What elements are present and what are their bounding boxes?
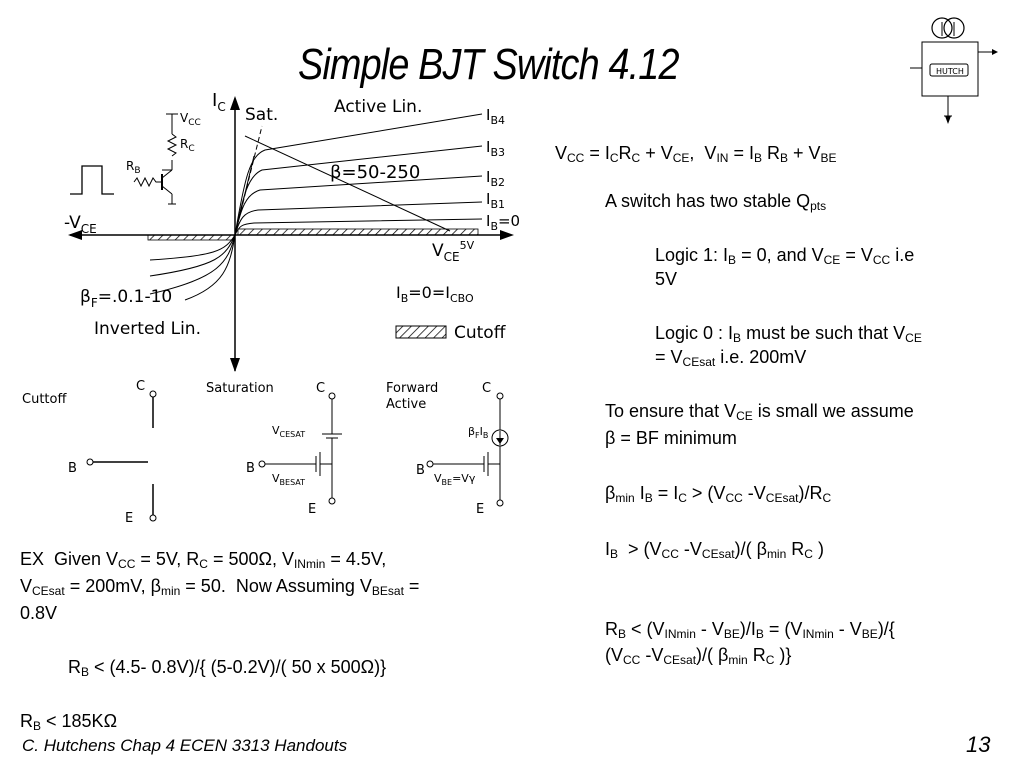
- cutoff-e-label: E: [125, 511, 133, 526]
- forward-e-label: E: [476, 502, 484, 517]
- example-line3: 0.8V: [20, 603, 58, 623]
- saturation-b-label: B: [246, 461, 255, 476]
- hutch-logo: HUTCH: [910, 17, 998, 124]
- vcc-label: VCC: [180, 111, 201, 128]
- logic0-line1: Logic 0 : IB must be such that VCE: [655, 323, 922, 345]
- cutoff-b-label: B: [68, 461, 77, 476]
- vce-axis-label: VCE5V: [432, 239, 475, 264]
- inverted-label: Inverted Lin.: [94, 319, 201, 339]
- cutoff-model-diagram: Cuttoff C B E: [22, 379, 157, 526]
- rc-label: RC: [180, 137, 195, 154]
- active-label: Active Lin.: [334, 97, 422, 117]
- ic-label: IC: [212, 90, 226, 114]
- ib4-label: IB4: [486, 106, 505, 127]
- logic1-line2: 5V: [655, 269, 678, 289]
- rb-inequality-line2: (VCC -VCEsat)/( βmin RC )}: [605, 645, 792, 667]
- forward-b-label: B: [416, 463, 425, 478]
- ib0-label: IB=0: [486, 212, 520, 233]
- bf-ib-label: βFIB: [468, 425, 488, 440]
- example-line2: VCEsat = 200mV, βmin = 50. Now Assuming …: [20, 576, 420, 598]
- example-line1: EX Given VCC = 5V, RC = 500Ω, VINmin = 4…: [20, 549, 387, 571]
- vcesat-label: VCESAT: [272, 424, 305, 439]
- switch-statement: A switch has two stable Qpts: [605, 191, 827, 213]
- beta-range-label: β=50-250: [330, 162, 420, 183]
- forward-c-label: C: [482, 381, 491, 396]
- forward-active-model-diagram: Forward Active C βFIB B VBE=Vγ E: [386, 381, 509, 517]
- logo-text: HUTCH: [936, 67, 964, 76]
- sat-label: Sat.: [245, 105, 278, 125]
- ib2-label: IB2: [486, 168, 505, 189]
- rb-result: RB < 185KΩ: [20, 711, 118, 733]
- logic1-line1: Logic 1: IB = 0, and VCE = VCC i.e: [655, 245, 915, 267]
- rb-inequality-line1: RB < (VINmin - VBE)/IB = (VINmin - VBE)/…: [605, 619, 895, 641]
- ibcbo-label: IB=0=ICBO: [396, 283, 474, 305]
- neg-vce-label: -VCE: [64, 213, 97, 236]
- bjt-characteristic-diagram: IC Sat. Active Lin. β=50-250 IB4 IB3 IB2…: [64, 90, 520, 372]
- cutoff-c-label: C: [136, 379, 145, 394]
- vbe-label: VBE=Vγ: [434, 472, 476, 487]
- ib3-label: IB3: [486, 138, 505, 159]
- saturation-c-label: C: [316, 381, 325, 396]
- slide-footer: C. Hutchens Chap 4 ECEN 3313 Handouts: [22, 736, 348, 755]
- forward-title-2: Active: [386, 397, 426, 412]
- ib1-label: IB1: [486, 190, 505, 211]
- beta-f-label: βF=.0.1-10: [80, 287, 172, 310]
- saturation-title: Saturation: [206, 381, 274, 396]
- cutoff-legend-label: Cutoff: [454, 323, 507, 343]
- slide-title: Simple BJT Switch 4.12: [298, 40, 680, 89]
- rb-label: RB: [126, 159, 141, 176]
- ib-inequality: IB > (VCC -VCEsat)/( βmin RC ): [605, 539, 824, 561]
- ensure-line1: To ensure that VCE is small we assume: [605, 401, 914, 423]
- logic0-line2: = VCEsat i.e. 200mV: [655, 347, 807, 369]
- cutoff-title: Cuttoff: [22, 392, 67, 407]
- forward-title-1: Forward: [386, 381, 438, 396]
- saturation-model-diagram: Saturation C VCESAT B VBESAT E: [206, 381, 342, 517]
- rb-calculation: RB < (4.5- 0.8V)/{ (5-0.2V)/( 50 x 500Ω)…: [68, 657, 387, 679]
- ensure-line2: β = BF minimum: [605, 428, 737, 448]
- vbesat-label: VBESAT: [272, 472, 305, 487]
- page-number: 13: [966, 732, 991, 757]
- kvl-equations: VCC = ICRC + VCE, VIN = IB RB + VBE: [555, 143, 837, 165]
- saturation-e-label: E: [308, 502, 316, 517]
- beta-min-inequality: βmin IB = IC > (VCC -VCEsat)/RC: [605, 483, 832, 505]
